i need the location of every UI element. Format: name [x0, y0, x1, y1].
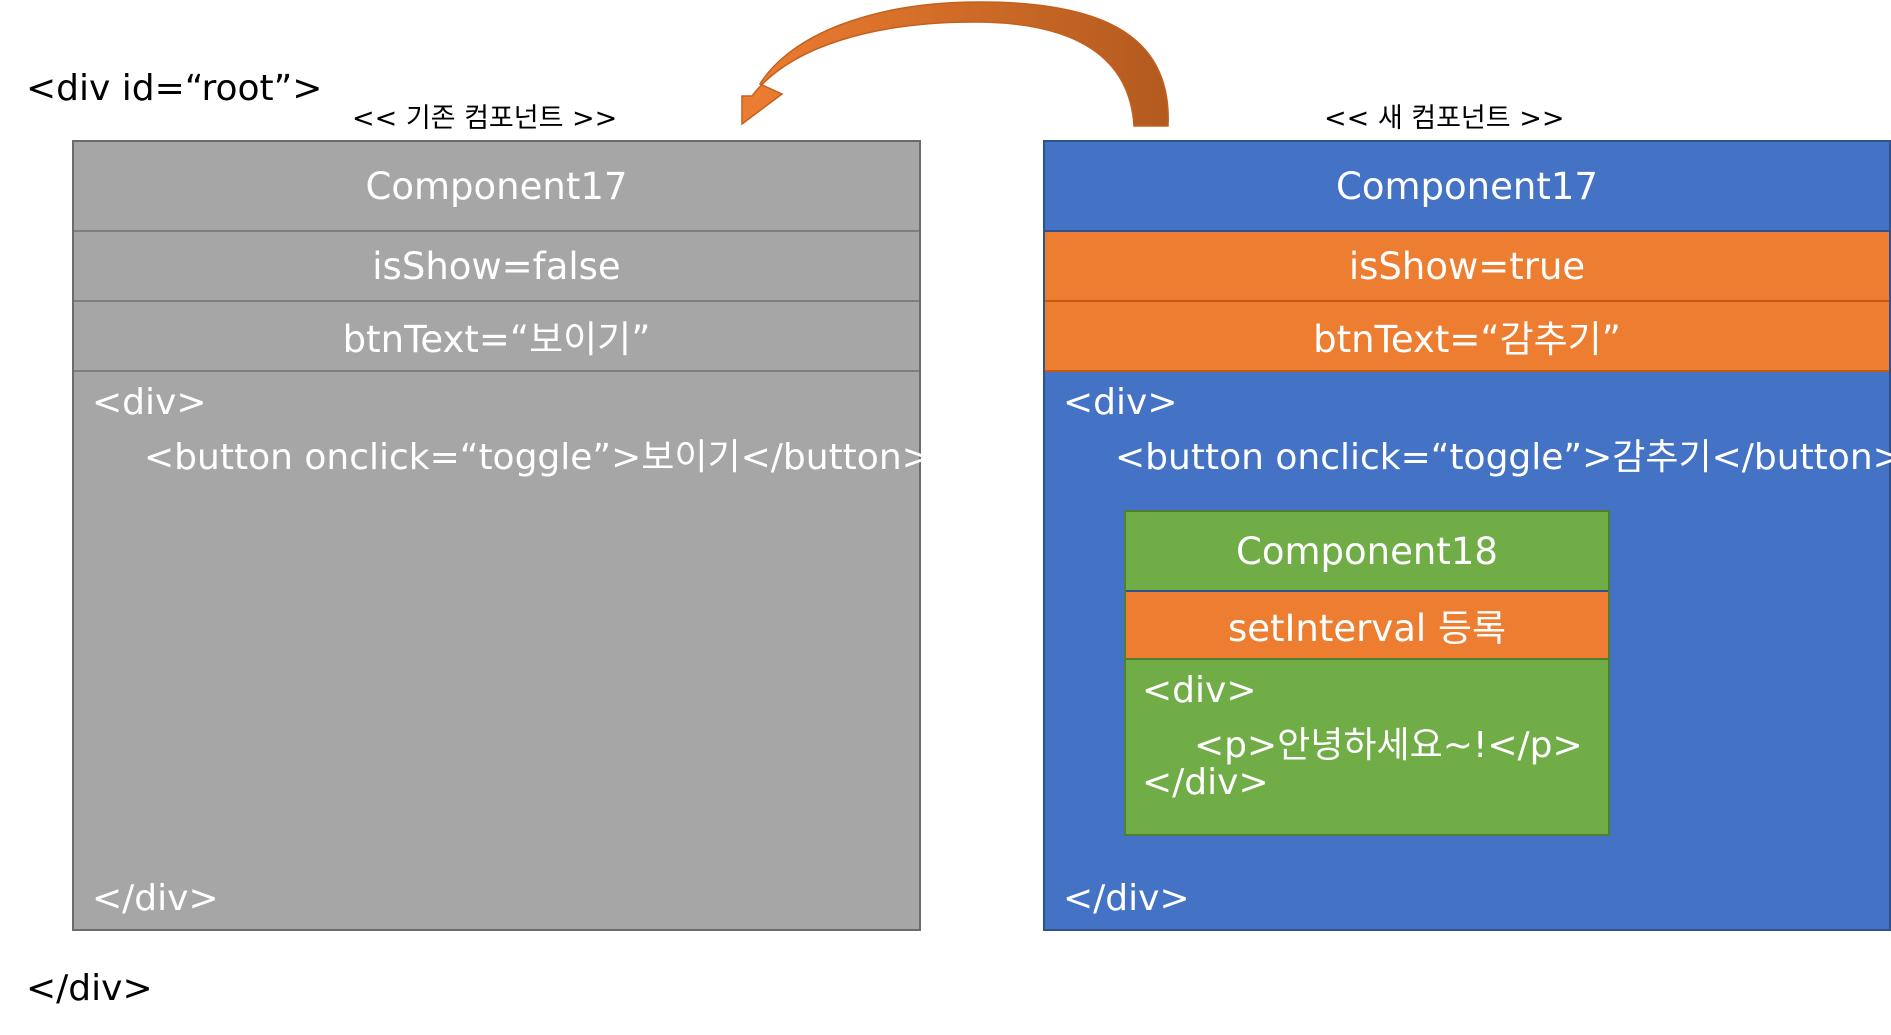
root-open-tag: <div id=“root”> [26, 68, 323, 109]
child-component-name: Component18 [1126, 512, 1608, 592]
root-close-tag: </div> [26, 968, 153, 1009]
old-state-btn-text: btnText=“보이기” [74, 302, 919, 372]
child-code-p: <p>안녕하세요~!</p> [1194, 725, 1583, 766]
child-effect-label: setInterval 등록 [1126, 592, 1608, 660]
new-component-caption: << 새 컴포넌트 >> [1324, 103, 1565, 134]
child-code-div-close: </div> [1142, 762, 1269, 803]
new-code-div-open: <div> [1063, 382, 1178, 423]
child-code-div-open: <div> [1142, 670, 1257, 711]
new-code-div-close: </div> [1063, 878, 1190, 919]
new-state-is-show: isShow=true [1045, 232, 1889, 302]
old-component-name: Component17 [74, 142, 919, 232]
old-code-div-open: <div> [92, 382, 207, 423]
new-component-name: Component17 [1045, 142, 1889, 232]
old-component-caption: << 기존 컴포넌트 >> [352, 103, 618, 134]
old-code-button: <button onclick=“toggle”>보이기</button> [144, 437, 932, 478]
old-component-panel: Component17 isShow=false btnText=“보이기” <… [72, 140, 932, 931]
new-component-panel: Component17 isShow=true btnText=“감추기” <d… [1043, 140, 1891, 931]
child-component-panel: Component18 setInterval 등록 <div> <p>안녕하세… [1124, 510, 1610, 836]
old-code-div-close: </div> [92, 878, 219, 919]
new-state-btn-text: btnText=“감추기” [1045, 302, 1889, 372]
old-state-is-show: isShow=false [74, 232, 919, 302]
new-code-button: <button onclick=“toggle”>감추기</button> [1115, 437, 1891, 478]
arrow-body [741, 1, 1169, 127]
